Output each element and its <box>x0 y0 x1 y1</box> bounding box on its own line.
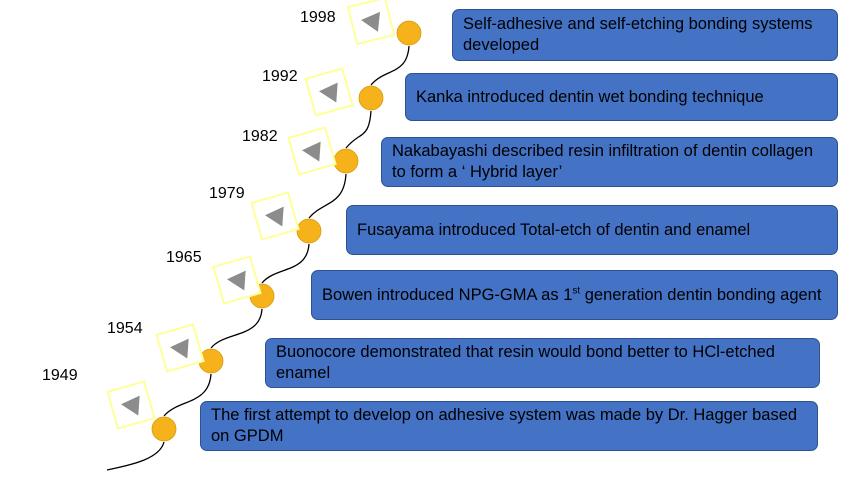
year-label-1979: 1979 <box>209 185 245 202</box>
event-text-1965: Bowen introduced NPG-GMA as 1st generati… <box>322 285 821 306</box>
milestone-dot-1979 <box>296 218 322 244</box>
connector-line-1998-1992 <box>370 45 410 86</box>
year-label-1954: 1954 <box>107 320 143 337</box>
event-box-1982: Nakabayashi described resin infiltration… <box>381 137 838 187</box>
connector-line-tail <box>106 441 165 471</box>
connector-line-1954-1949 <box>163 373 212 417</box>
event-box-1954: Buonocore demonstrated that resin would … <box>265 338 820 388</box>
event-text-1979: Fusayama introduced Total-etch of dentin… <box>357 220 751 239</box>
event-text-1954: Buonocore demonstrated that resin would … <box>276 343 775 382</box>
event-text-1965-part1: Bowen introduced NPG-GMA as 1 <box>322 285 573 304</box>
triangle-icon <box>121 395 140 416</box>
triangle-icon <box>227 270 246 291</box>
event-box-1979: Fusayama introduced Total-etch of dentin… <box>346 205 838 255</box>
event-text-1965-part2: generation dentin bonding agent <box>580 285 822 304</box>
year-label-1965: 1965 <box>166 249 202 266</box>
event-box-1965: Bowen introduced NPG-GMA as 1st generati… <box>311 270 838 320</box>
triangle-marker-icon-1979 <box>250 191 300 241</box>
triangle-marker-icon-1965 <box>212 255 262 305</box>
connector-line-1965-1954 <box>210 308 263 349</box>
event-text-1992: Kanka introduced dentin wet bonding tech… <box>416 87 764 106</box>
milestone-dot-1998 <box>396 20 422 46</box>
triangle-icon <box>265 206 284 227</box>
triangle-icon <box>361 11 381 32</box>
milestone-dot-1982 <box>333 148 359 174</box>
event-text-1998: Self-adhesive and self-etching bonding s… <box>463 15 813 54</box>
triangle-marker-icon-1954 <box>155 323 205 373</box>
connector-line-1979-1965 <box>261 243 310 284</box>
triangle-icon <box>319 82 338 103</box>
triangle-marker-icon-1949 <box>106 380 156 430</box>
year-label-1949: 1949 <box>42 367 78 384</box>
event-text-1982: Nakabayashi described resin infiltration… <box>392 142 813 181</box>
event-box-1949: The first attempt to develop on adhesive… <box>200 401 818 451</box>
event-box-1998: Self-adhesive and self-etching bonding s… <box>452 9 838 61</box>
connector-line-1982-1979 <box>308 173 347 219</box>
triangle-icon <box>170 338 189 359</box>
event-text-1965-sup: st <box>572 285 581 296</box>
milestone-dot-1949 <box>151 416 177 442</box>
milestone-dot-1992 <box>358 85 384 111</box>
triangle-icon <box>302 141 321 162</box>
year-label-1992: 1992 <box>262 68 298 85</box>
year-label-1982: 1982 <box>242 128 278 145</box>
triangle-marker-icon-1998 <box>346 0 396 46</box>
event-text-1949: The first attempt to develop on adhesive… <box>211 406 798 445</box>
triangle-marker-icon-1992 <box>304 67 354 117</box>
event-box-1992: Kanka introduced dentin wet bonding tech… <box>405 73 838 121</box>
connector-line-1992-1982 <box>345 110 372 149</box>
triangle-marker-icon-1982 <box>287 126 337 176</box>
year-label-1998: 1998 <box>300 9 336 26</box>
